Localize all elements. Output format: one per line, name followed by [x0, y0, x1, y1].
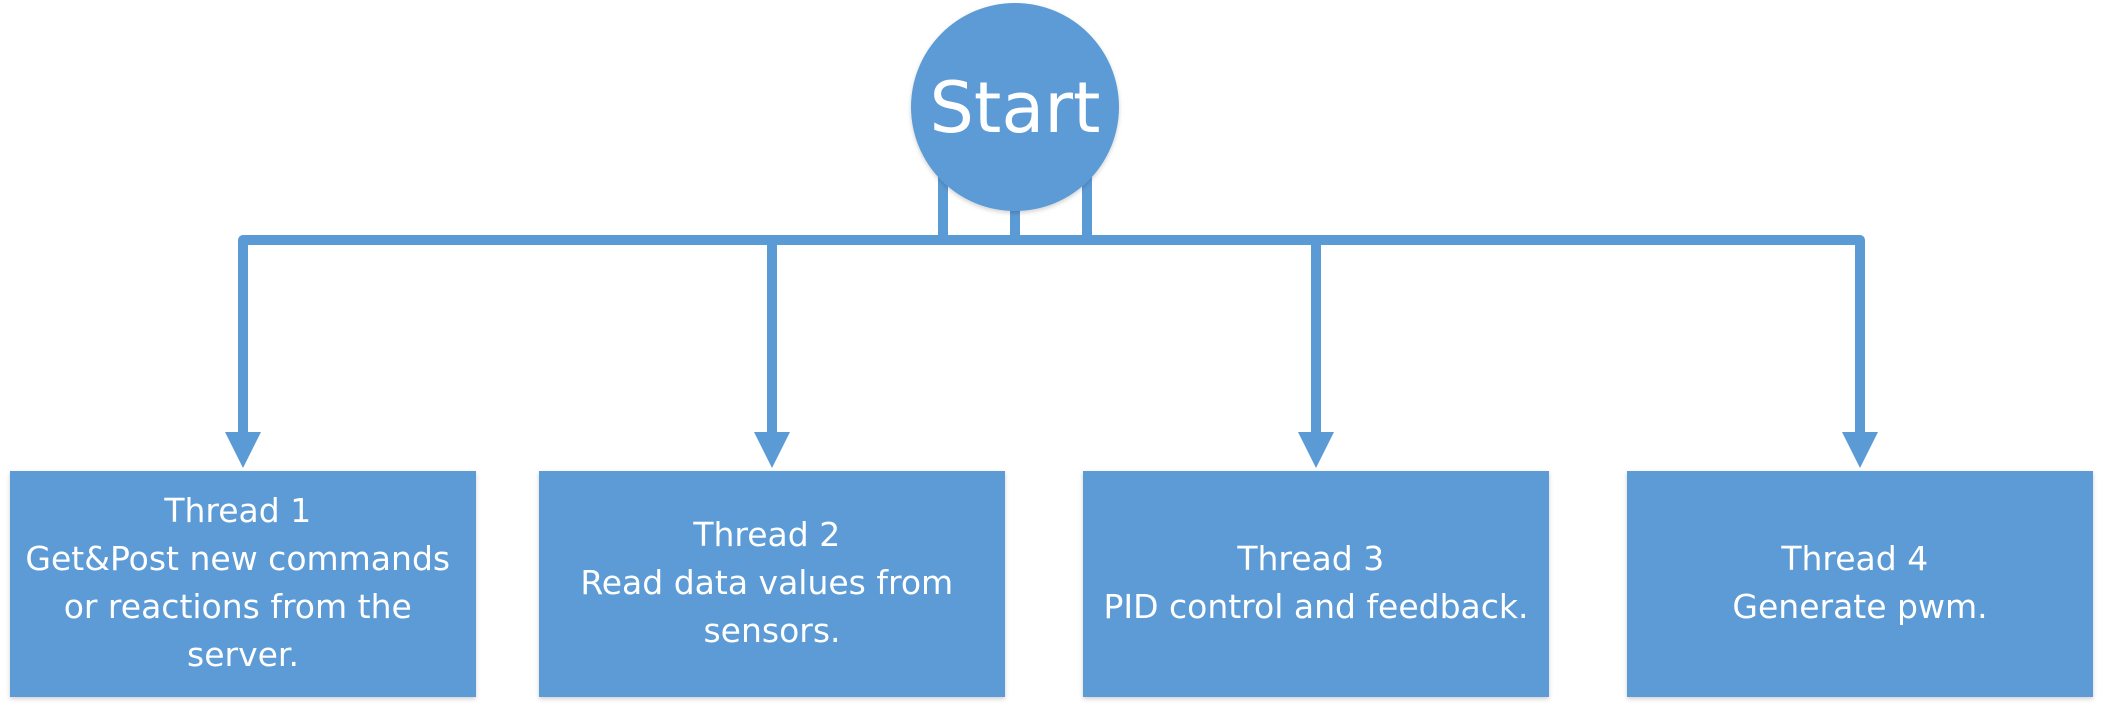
arrowhead-thread-2	[754, 432, 790, 468]
thread-3-line-1: Thread 3	[1236, 539, 1384, 578]
thread-4-line-2: Generate pwm.	[1732, 587, 1987, 626]
thread-box-2: Thread 2 Read data values from sensors.	[539, 471, 1005, 697]
thread-1-line-1: Thread 1	[163, 491, 311, 530]
thread-box-3-rect	[1083, 471, 1549, 697]
thread-4-line-1: Thread 4	[1780, 539, 1928, 578]
thread-box-3-text: Thread 3 PID control and feedback.	[1103, 539, 1528, 626]
thread-1-line-4: server.	[187, 635, 299, 674]
thread-box-1-rect	[10, 471, 476, 697]
start-label: Start	[929, 67, 1100, 149]
thread-box-4: Thread 4 Generate pwm.	[1627, 471, 2093, 697]
thread-2-line-3: sensors.	[703, 611, 840, 650]
thread-box-2-rect	[539, 471, 1005, 697]
thread-2-line-1: Thread 2	[692, 515, 840, 554]
thread-box-1-text: Thread 1 Get&Post new commands or reacti…	[25, 491, 460, 674]
connectors	[225, 175, 1878, 468]
thread-1-line-2: Get&Post new commands	[25, 539, 450, 578]
start-node: Start	[911, 3, 1119, 211]
arrowhead-thread-3	[1298, 432, 1334, 468]
thread-box-4-rect	[1627, 471, 2093, 697]
arrowhead-thread-1	[225, 432, 261, 468]
thread-1-line-3: or reactions from the	[64, 587, 412, 626]
thread-box-3: Thread 3 PID control and feedback.	[1083, 471, 1549, 697]
thread-3-line-2: PID control and feedback.	[1103, 587, 1528, 626]
arrowhead-thread-4	[1842, 432, 1878, 468]
thread-box-4-text: Thread 4 Generate pwm.	[1732, 539, 1987, 626]
thread-box-1: Thread 1 Get&Post new commands or reacti…	[10, 471, 476, 697]
thread-2-line-2: Read data values from	[580, 563, 953, 602]
start-circle	[911, 3, 1119, 211]
thread-box-2-text: Thread 2 Read data values from sensors.	[580, 515, 963, 650]
